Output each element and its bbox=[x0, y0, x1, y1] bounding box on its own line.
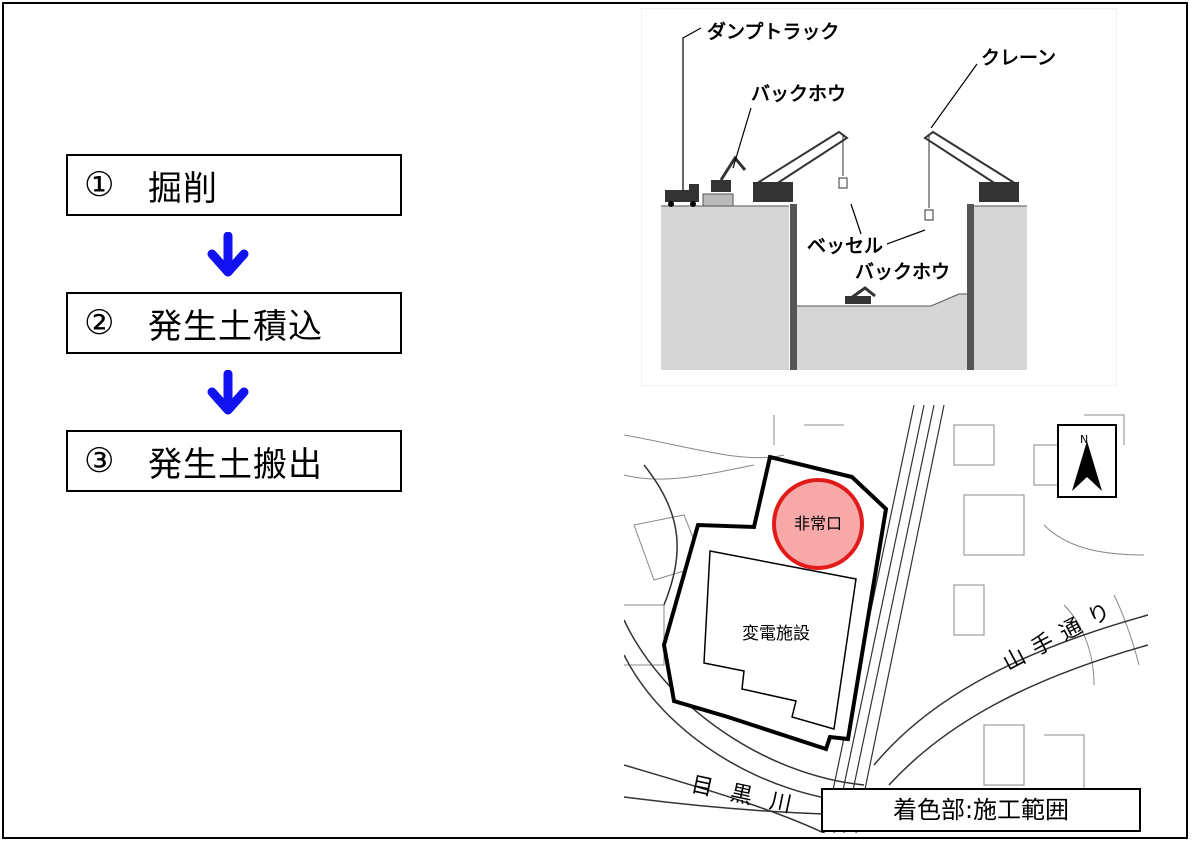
step-soil-removal: ③ 発生土搬出 bbox=[66, 430, 402, 492]
down-arrow-icon bbox=[207, 370, 249, 415]
map-street-yamate bbox=[873, 614, 1148, 786]
step-excavation: ① 掘削 bbox=[66, 154, 402, 216]
legend-text: 着色部:施工範囲 bbox=[893, 796, 1069, 824]
site-map: 変電施設 非常口 N 山手通り 目黒川 着色部:施工範囲 bbox=[624, 405, 1148, 833]
emergency-exit-label: 非常口 bbox=[794, 514, 842, 533]
substation-facility bbox=[703, 550, 857, 730]
emergency-exit-area bbox=[772, 478, 864, 570]
label-backhoe-top: バックホウ bbox=[751, 83, 846, 105]
step-soil-loading: ② 発生土積込 bbox=[66, 292, 402, 354]
ground-left bbox=[661, 206, 789, 370]
step-number: ① bbox=[84, 165, 116, 205]
construction-section-diagram: ダンプトラック バックホウ クレーン ベッセル バックホウ bbox=[641, 8, 1117, 386]
crane-icon bbox=[923, 130, 1019, 221]
north-arrow-icon: N bbox=[1057, 424, 1117, 498]
facility-label: 変電施設 bbox=[742, 624, 810, 644]
backhoe-icon bbox=[702, 155, 747, 207]
ground-right bbox=[971, 206, 1027, 370]
crane-icon bbox=[753, 130, 849, 202]
dump-truck-icon bbox=[665, 184, 699, 207]
retaining-wall-right bbox=[967, 204, 974, 370]
label-backhoe-pit: バックホウ bbox=[855, 261, 950, 283]
backhoe-icon bbox=[845, 286, 876, 304]
step-number: ② bbox=[84, 303, 116, 343]
pit-bottom-ground bbox=[797, 294, 967, 370]
north-label: N bbox=[1080, 433, 1088, 446]
step-label: 発生土積込 bbox=[148, 306, 323, 347]
retaining-wall-left bbox=[790, 204, 797, 370]
label-crane: クレーン bbox=[981, 47, 1056, 69]
legend-box bbox=[821, 788, 1141, 832]
step-label: 発生土搬出 bbox=[148, 444, 323, 485]
step-number: ③ bbox=[84, 441, 116, 481]
step-label: 掘削 bbox=[148, 168, 218, 209]
down-arrow-icon bbox=[207, 232, 249, 277]
label-dump-truck: ダンプトラック bbox=[707, 20, 839, 43]
label-vessel: ベッセル bbox=[807, 235, 883, 257]
